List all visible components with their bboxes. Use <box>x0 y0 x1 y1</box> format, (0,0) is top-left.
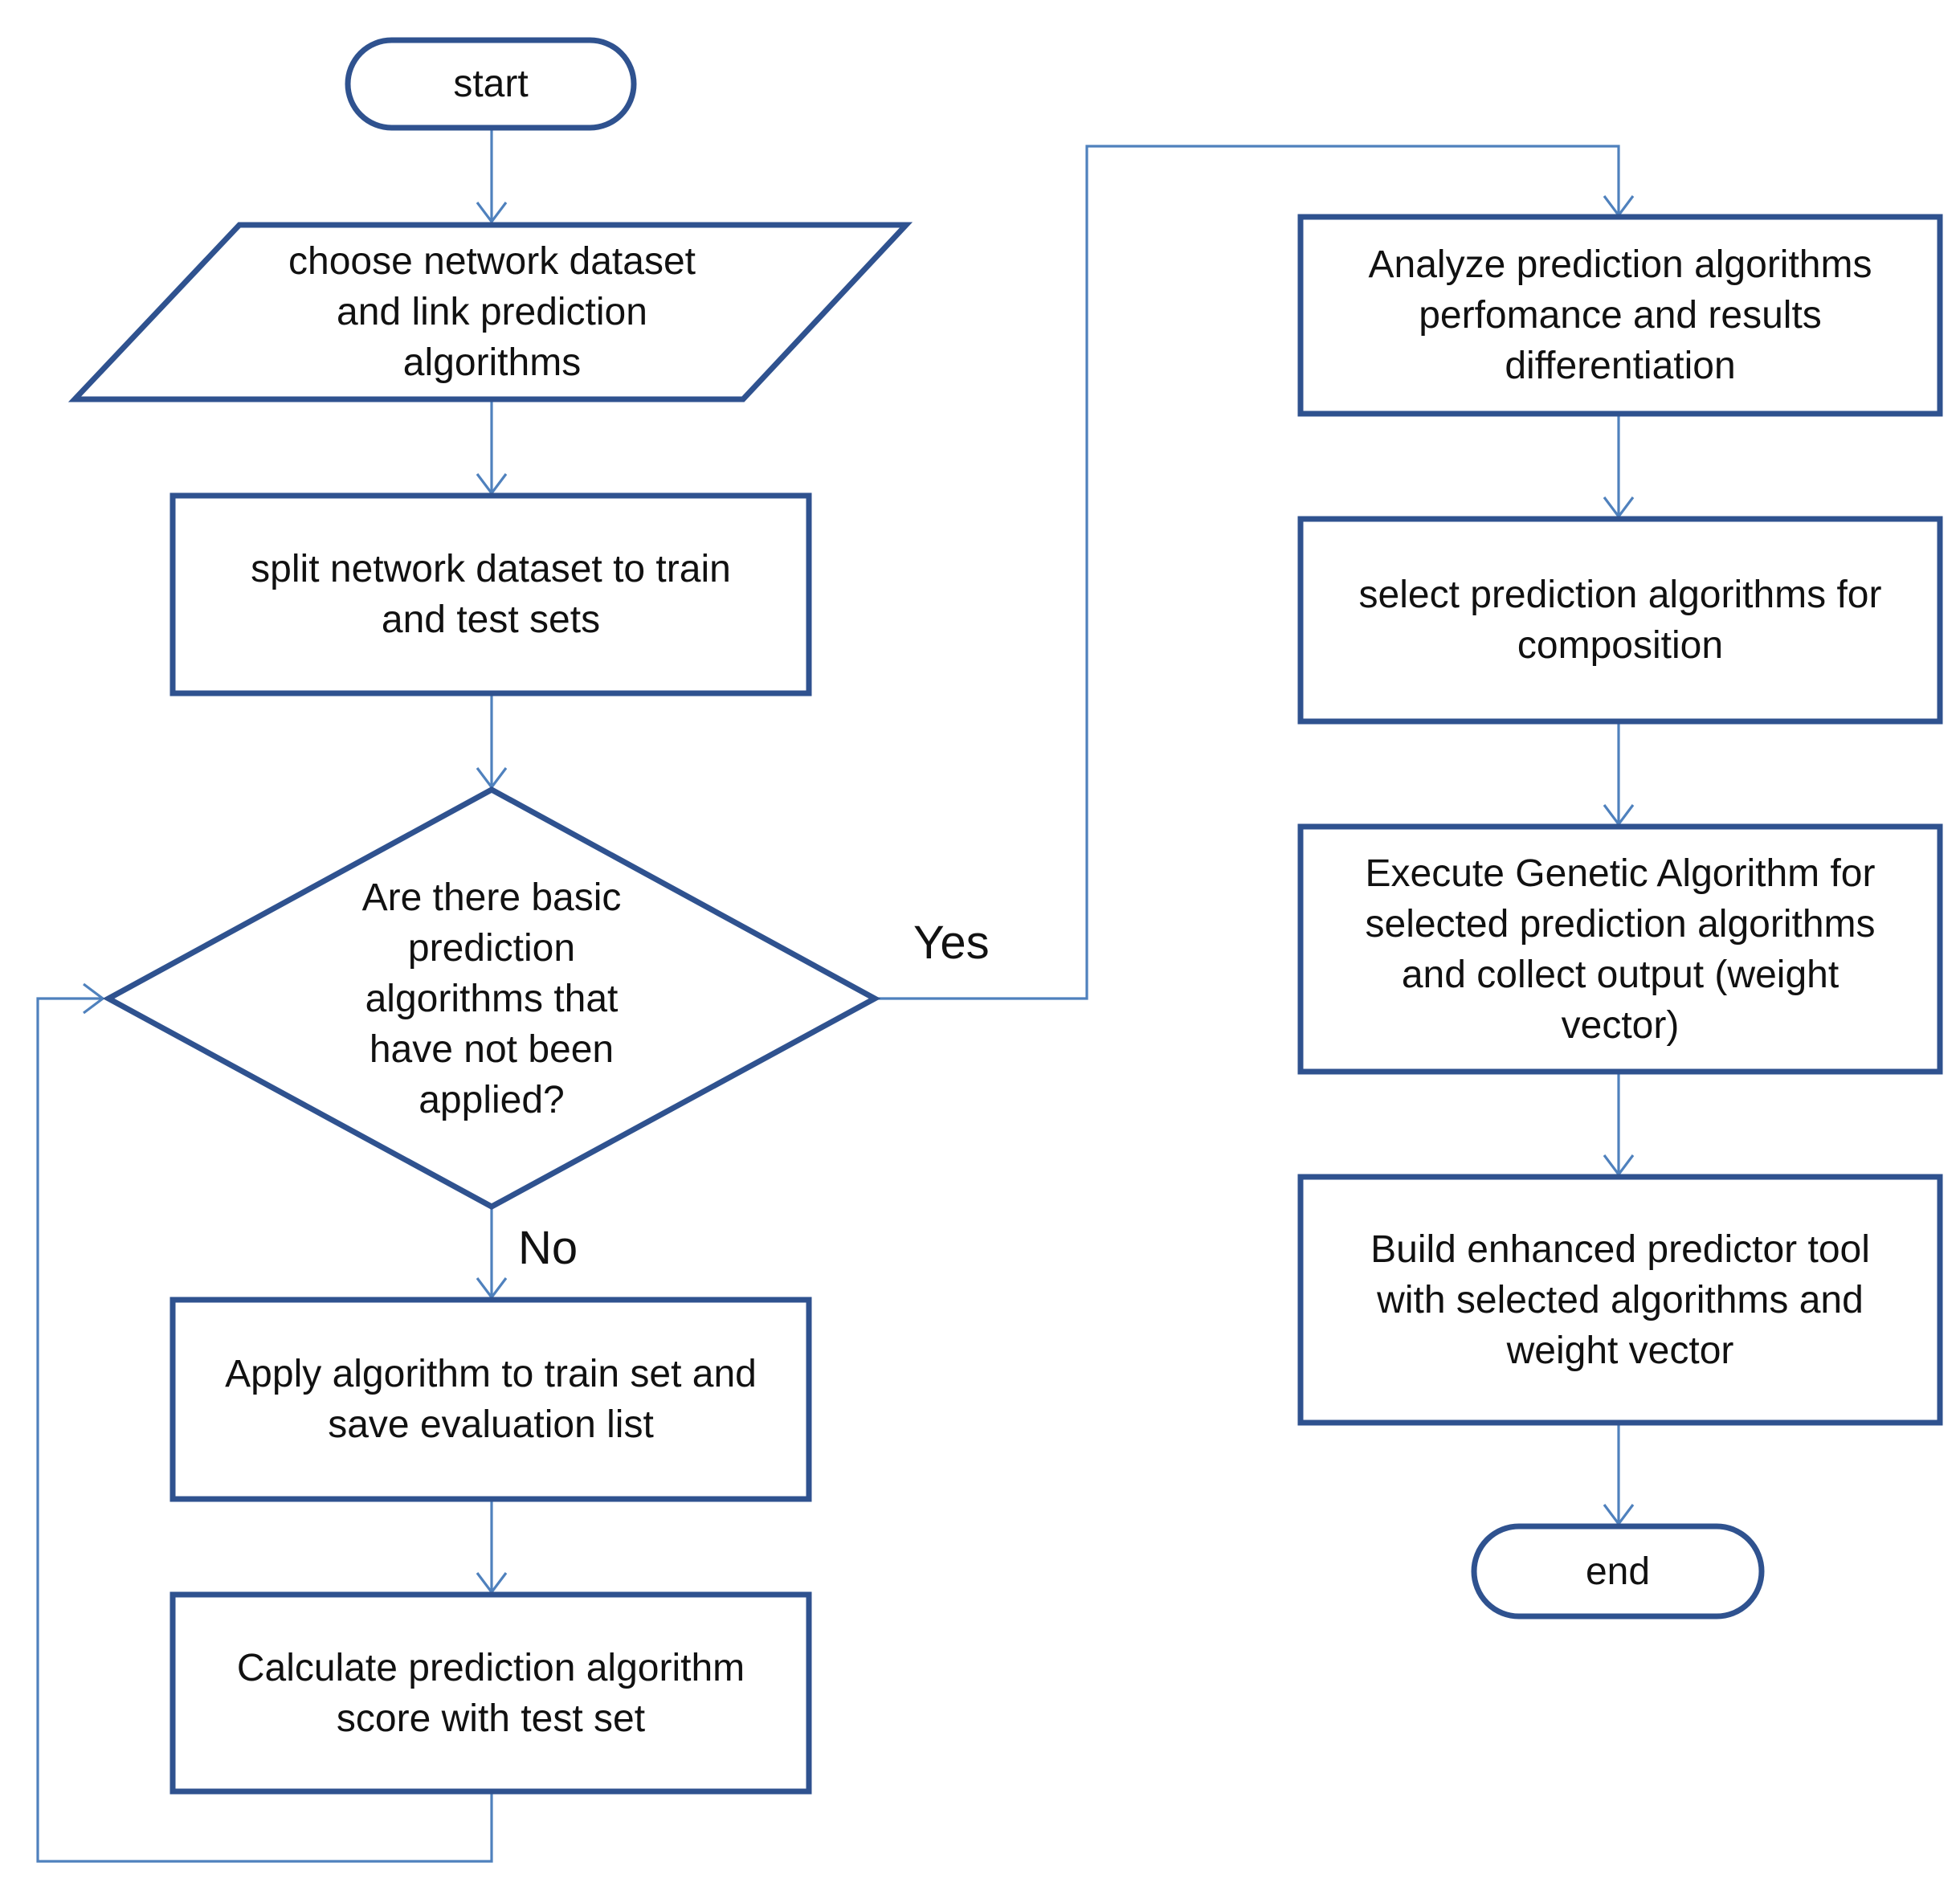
no-label: No <box>518 1222 578 1274</box>
apply-process-shape <box>169 1297 812 1502</box>
end-text: end <box>1585 1550 1651 1593</box>
yes-label: Yes <box>913 917 990 969</box>
edge-decision-to-analyze-yes <box>875 145 1620 1000</box>
select-text: select prediction algorithms for composi… <box>1358 574 1882 667</box>
connectors <box>36 130 1620 1863</box>
apply-label: Apply algorithm to train set and save ev… <box>173 1300 809 1499</box>
apply-text: Apply algorithm to train set and save ev… <box>225 1353 757 1446</box>
shapes <box>67 37 1943 1795</box>
build-text: Build enhanced predictor tool with selec… <box>1370 1227 1870 1372</box>
end-label: end <box>1474 1526 1762 1616</box>
choose-label: choose network dataset and link predicti… <box>241 225 743 399</box>
select-process-shape <box>1297 516 1943 725</box>
decision-label: Are there basic prediction algorithms th… <box>299 870 684 1127</box>
analyze-text: Analyze prediction algorithms perfomance… <box>1368 243 1872 387</box>
choose-parallelogram-shape <box>67 222 913 402</box>
build-process-shape <box>1297 1174 1943 1426</box>
decision-diamond-shape <box>102 786 881 1210</box>
end-terminator-shape <box>1471 1523 1765 1620</box>
execute-process-shape <box>1297 823 1943 1075</box>
select-label: select prediction algorithms for composi… <box>1301 519 1940 721</box>
calculate-text: Calculate prediction algorithm score wit… <box>236 1646 745 1740</box>
analyze-label: Analyze prediction algorithms perfomance… <box>1301 217 1940 414</box>
calculate-process-shape <box>169 1591 812 1795</box>
start-label: start <box>348 40 634 128</box>
choose-text: choose network dataset and link predicti… <box>288 240 696 384</box>
calculate-label: Calculate prediction algorithm score wit… <box>173 1595 809 1791</box>
edge-calculate-loop-back <box>36 997 493 1863</box>
split-text: split network dataset to train and test … <box>251 548 731 641</box>
start-terminator-shape <box>345 37 637 131</box>
arrowhead <box>476 202 508 224</box>
start-text: start <box>453 63 529 105</box>
split-label: split network dataset to train and test … <box>173 496 809 693</box>
build-label: Build enhanced predictor tool with selec… <box>1301 1177 1940 1423</box>
split-process-shape <box>169 492 812 696</box>
decision-text: Are there basic prediction algorithms th… <box>361 876 622 1121</box>
analyze-process-shape <box>1297 214 1943 417</box>
execute-text: Execute Genetic Algorithm for selected p… <box>1365 852 1876 1047</box>
execute-label: Execute Genetic Algorithm for selected p… <box>1301 827 1940 1072</box>
